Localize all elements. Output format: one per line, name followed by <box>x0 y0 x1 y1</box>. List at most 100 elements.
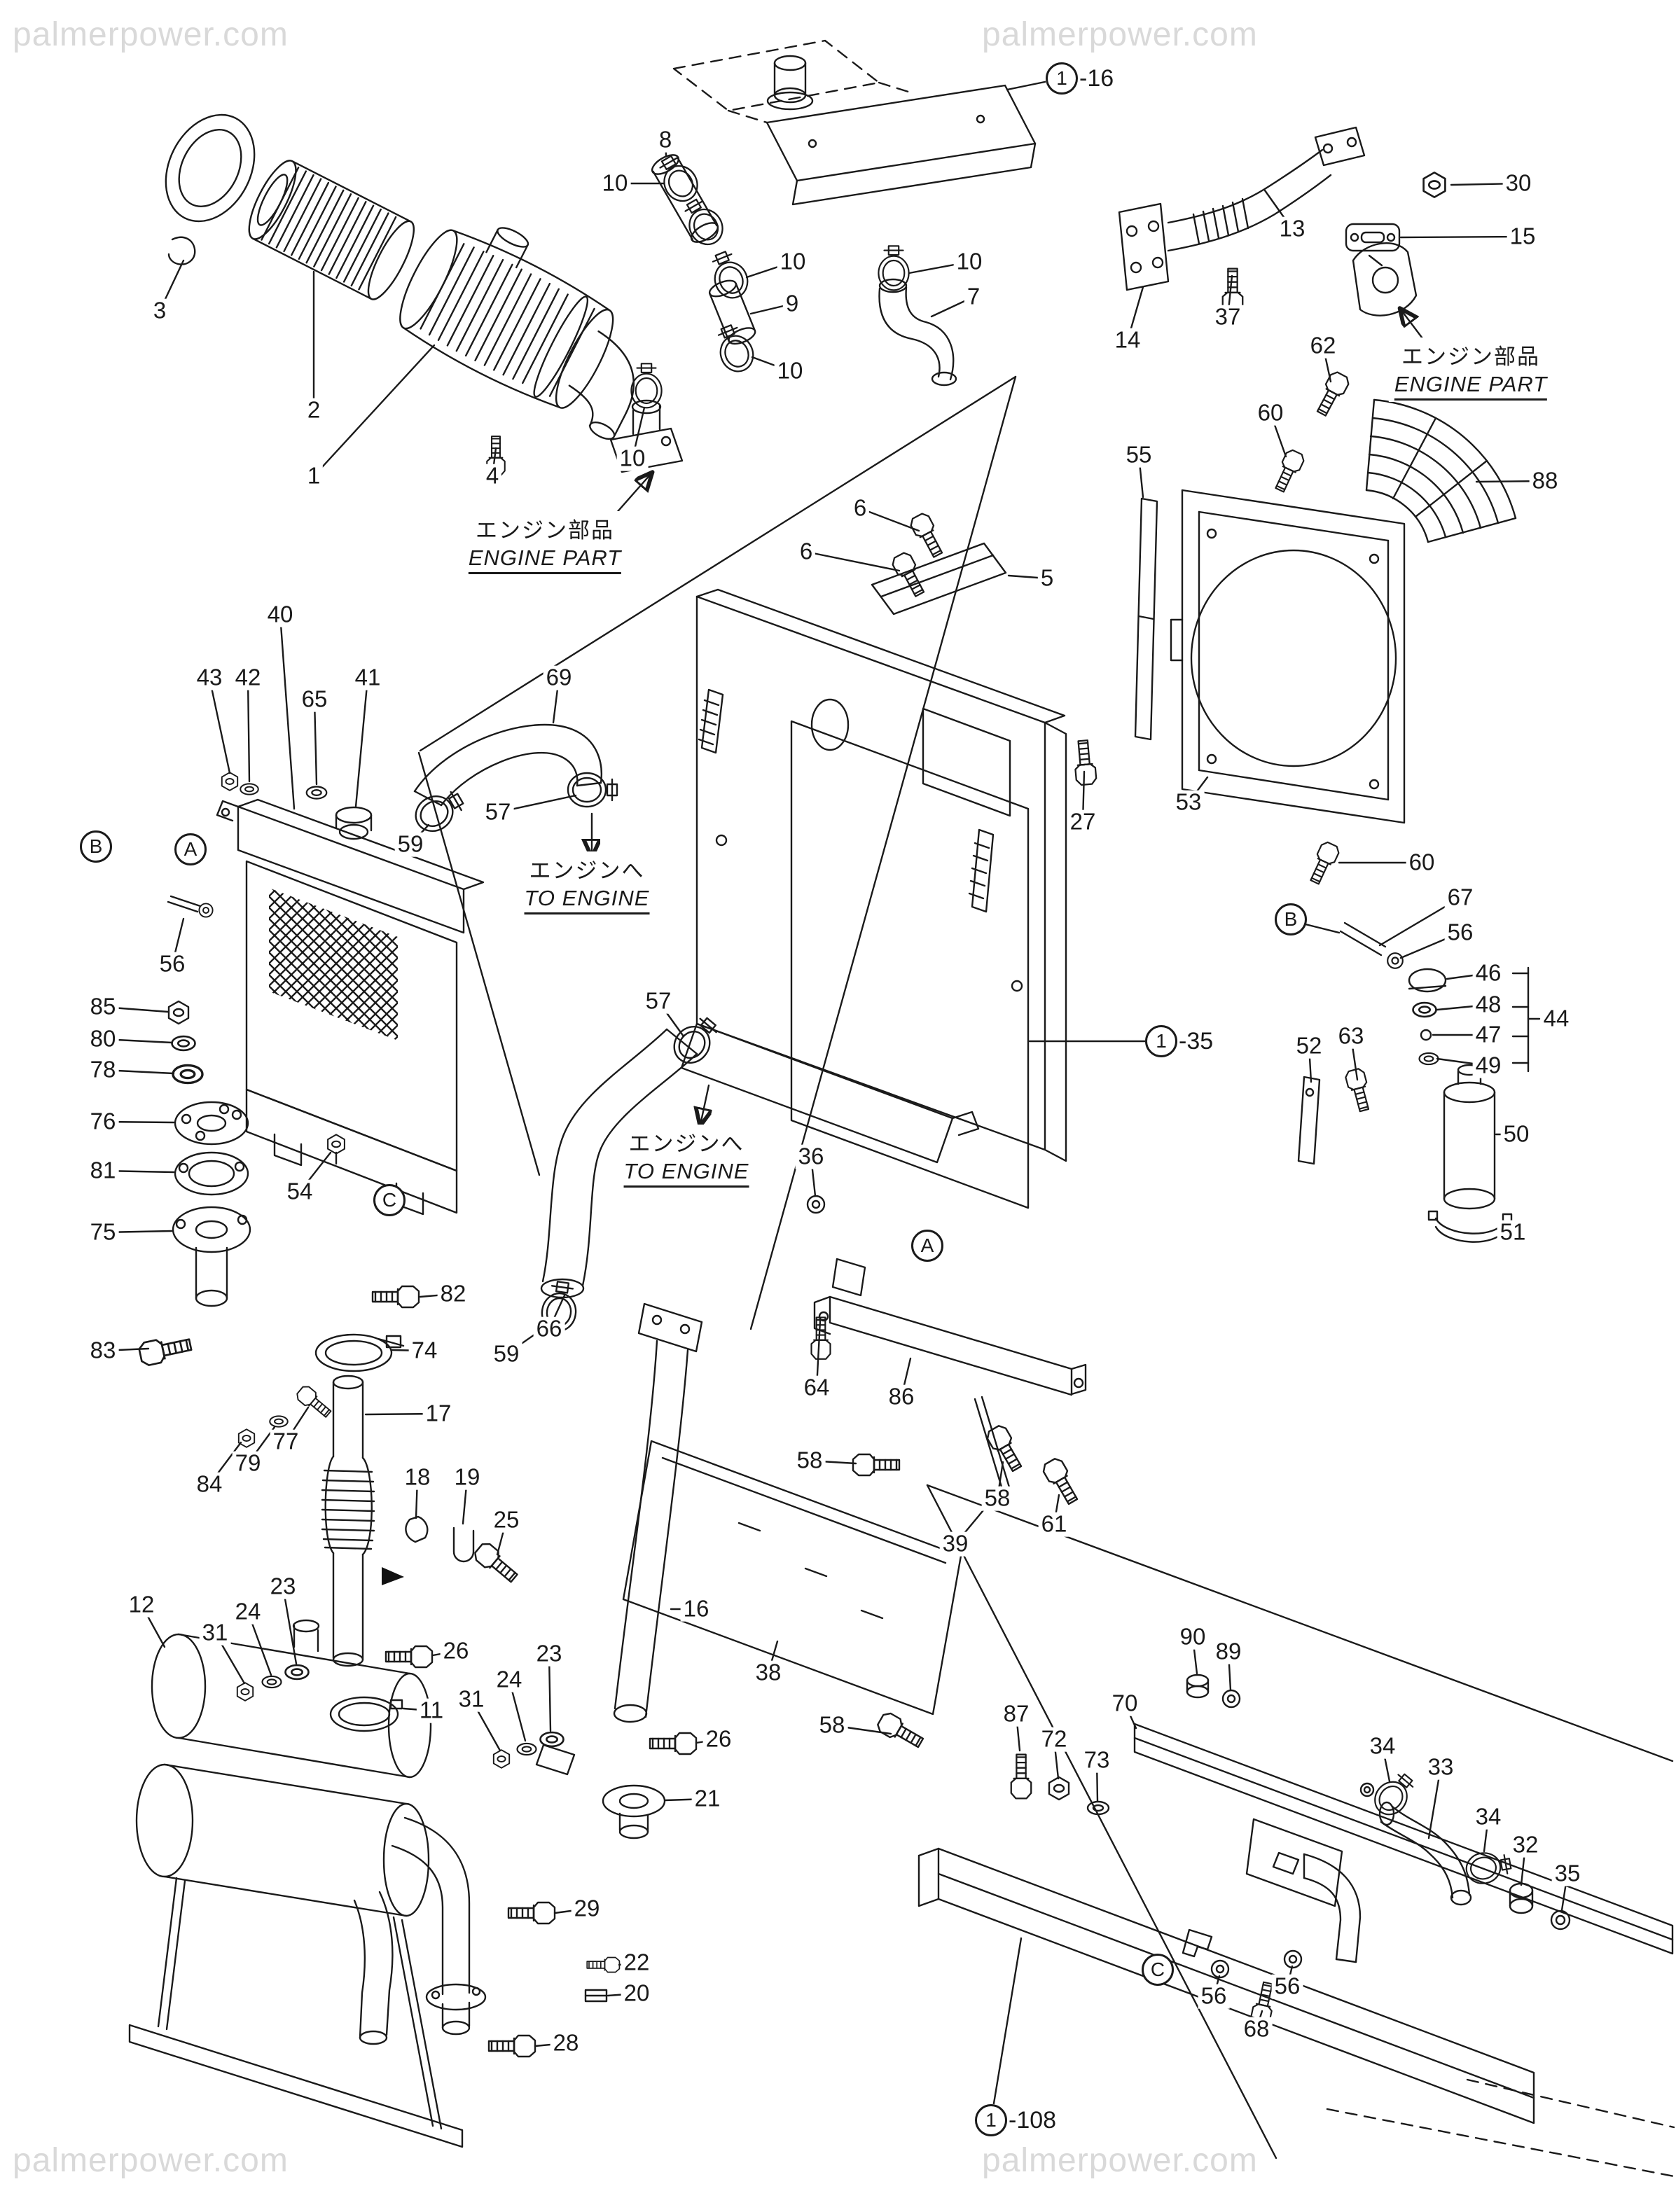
part-label-7: 7 <box>964 284 983 309</box>
heat-shield <box>622 1440 962 1716</box>
part-label-25: 25 <box>490 1508 522 1533</box>
engine-part-note-en: ENGINE PART <box>468 545 622 574</box>
part-label-57: 57 <box>482 800 514 825</box>
pipe-clips <box>382 1515 522 1587</box>
part-label-23: 23 <box>533 1641 565 1667</box>
part-label-34: 34 <box>1366 1734 1399 1759</box>
to-engine-note-jp: エンジンへ <box>529 858 645 883</box>
part-label-33: 33 <box>1425 1755 1457 1780</box>
part-label-10: 10 <box>953 249 985 274</box>
part-label-54: 54 <box>284 1179 316 1204</box>
lower-bracket <box>806 1195 1087 1753</box>
part-label-50: 50 <box>1500 1122 1532 1147</box>
part-label-60: 60 <box>1406 850 1438 875</box>
part-label-32: 32 <box>1509 1832 1542 1858</box>
part-label-63: 63 <box>1335 1024 1367 1049</box>
part-label-39: 39 <box>939 1531 971 1557</box>
part-label-83: 83 <box>87 1338 119 1363</box>
part-label-6: 6 <box>796 539 816 564</box>
assembly-ref-1-16: 1-16 <box>1046 62 1114 95</box>
part-label-17: 17 <box>422 1401 455 1426</box>
part-label-51: 51 <box>1497 1220 1529 1245</box>
part-label-76: 76 <box>87 1109 119 1134</box>
part-label-31: 31 <box>199 1620 231 1646</box>
part-label-8: 8 <box>656 127 675 153</box>
part-label-18: 18 <box>401 1465 434 1490</box>
part-label-11: 11 <box>416 1698 447 1723</box>
part-label-56: 56 <box>156 952 188 977</box>
part-label-37: 37 <box>1212 305 1244 330</box>
part-label-62: 62 <box>1307 333 1339 359</box>
upper-radiator-hose <box>408 723 618 856</box>
part-label-56: 56 <box>1444 920 1476 945</box>
part-label-26: 26 <box>440 1639 472 1664</box>
construction-lines <box>417 375 1675 2178</box>
part-label-70: 70 <box>1109 1691 1141 1716</box>
part-label-35: 35 <box>1551 1861 1584 1886</box>
part-label-59: 59 <box>490 1342 522 1367</box>
part-label-49: 49 <box>1472 1053 1504 1078</box>
part-label-10: 10 <box>774 359 806 384</box>
section-marker-C: C <box>373 1184 406 1216</box>
part-label-14: 14 <box>1111 328 1144 353</box>
exhaust-tail-pipe <box>613 1302 703 1723</box>
part-label-85: 85 <box>87 994 119 1020</box>
part-label-19: 19 <box>451 1465 483 1490</box>
part-label-74: 74 <box>408 1338 441 1363</box>
assembly-ref-circle: 1 <box>1046 62 1078 95</box>
part-label-10: 10 <box>616 446 649 471</box>
part-label-53: 53 <box>1172 790 1205 815</box>
part-label-29: 29 <box>571 1896 603 1921</box>
part-label-61: 61 <box>1038 1512 1070 1537</box>
part-label-72: 72 <box>1038 1727 1070 1752</box>
part-label-26: 26 <box>702 1727 735 1752</box>
part-label-15: 15 <box>1507 224 1539 249</box>
part-label-40: 40 <box>264 602 296 627</box>
part-label-66: 66 <box>533 1316 565 1342</box>
part-label-52: 52 <box>1293 1034 1325 1059</box>
part-label-88: 88 <box>1529 468 1561 494</box>
part-label-56: 56 <box>1271 1974 1303 1999</box>
air-cleaner-assembly <box>165 113 635 477</box>
part-label-20: 20 <box>621 1981 653 2006</box>
part-label-16: 16 <box>680 1597 712 1622</box>
part-label-23: 23 <box>267 1574 299 1599</box>
part-label-64: 64 <box>801 1375 833 1400</box>
part-label-38: 38 <box>752 1660 784 1685</box>
part-label-10: 10 <box>777 249 809 274</box>
engine-part-note-jp: エンジン部品 <box>1401 345 1540 369</box>
watermark: palmerpower.com <box>982 2142 1258 2179</box>
part-label-69: 69 <box>543 665 575 690</box>
part-label-3: 3 <box>150 298 169 324</box>
part-label-42: 42 <box>232 665 264 690</box>
muffler-inlet-pipe <box>1118 126 1446 419</box>
part-label-43: 43 <box>193 665 226 690</box>
muffler <box>128 1619 698 2148</box>
part-label-55: 55 <box>1123 443 1155 468</box>
part-label-22: 22 <box>621 1950 653 1975</box>
watermark: palmerpower.com <box>13 2142 289 2179</box>
part-label-79: 79 <box>232 1451 264 1476</box>
part-label-24: 24 <box>493 1667 525 1692</box>
section-marker-A: A <box>911 1230 943 1262</box>
part-label-80: 80 <box>87 1027 119 1052</box>
assembly-ref-1-108: 1-108 <box>975 2104 1057 2136</box>
part-label-78: 78 <box>87 1057 119 1083</box>
top-mount-panel <box>672 39 1037 206</box>
part-label-48: 48 <box>1472 992 1504 1017</box>
section-marker-B: B <box>80 830 112 863</box>
part-label-82: 82 <box>437 1281 469 1307</box>
assembly-ref-suffix: -108 <box>1009 2106 1057 2134</box>
part-label-67: 67 <box>1444 885 1476 910</box>
radiator <box>167 772 485 1216</box>
section-marker-C: C <box>1142 1954 1174 1986</box>
part-label-24: 24 <box>232 1599 264 1625</box>
to-engine-note-jp: エンジンへ <box>628 1132 744 1156</box>
drain-flanges <box>137 1000 420 1448</box>
assembly-ref-circle: 1 <box>1145 1025 1177 1057</box>
